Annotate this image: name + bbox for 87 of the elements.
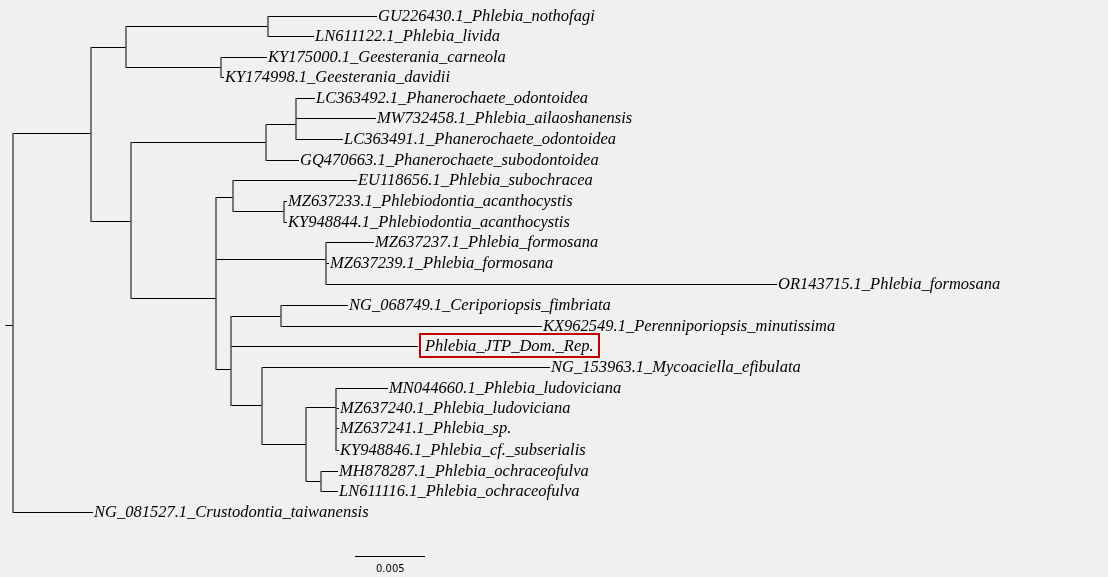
branch-line [336,450,340,451]
branch-line [326,284,778,285]
clade-branch-line [280,305,282,327]
branch-line [91,221,131,222]
taxon-label: KY174998.1_Geesterania_davidii [225,67,451,86]
taxon-label: OR143715.1_Phlebia_formosana [778,274,1001,293]
branch-line [216,197,233,198]
clade-branch-line [295,98,297,140]
clade-branch-line [90,47,92,222]
clade-branch-line [335,388,337,451]
clade-branch-line [12,133,14,513]
branch-line [13,133,91,134]
branch-line [266,124,296,125]
clade-branch-line [230,316,232,406]
branch-line [91,47,126,48]
branch-line [216,259,326,260]
taxon-label: NG_153963.1_Mycoaciella_efibulata [551,357,801,376]
branch-line [321,471,339,472]
branch-line [221,77,225,78]
taxon-label: LC363491.1_Phanerochaete_odontoidea [344,129,617,148]
taxon-label: KY948846.1_Phlebia_cf._subserialis [340,440,586,459]
branch-line [233,180,358,181]
clade-branch-line [261,367,263,445]
branch-line [262,444,306,445]
clade-branch-line [320,471,322,492]
branch-line [131,142,266,143]
taxon-label: MH878287.1_Phlebia_ochraceofulva [339,461,589,480]
branch-line [326,263,330,264]
branch-line [296,139,344,140]
branch-line [268,16,378,17]
branch-line [266,160,300,161]
branch-line [268,36,315,37]
branch-line [5,325,13,326]
branch-line [306,481,321,482]
branch-line [321,491,339,492]
branch-line [216,369,231,370]
taxon-label: KY175000.1_Geesterania_carneola [268,47,506,66]
clade-branch-line [325,242,327,285]
taxon-label: GQ470663.1_Phanerochaete_subodontoidea [300,150,599,169]
clade-branch-line [220,57,222,78]
branch-line [284,222,288,223]
branch-line [296,118,377,119]
branch-line [281,326,543,327]
branch-line [126,67,221,68]
branch-line [336,388,389,389]
taxon-label: MZ637237.1_Phlebia_formosana [375,232,599,251]
branch-line [233,211,284,212]
branch-line [284,201,288,202]
branch-line [126,26,268,27]
clade-branch-line [267,16,269,37]
taxon-label: MZ637240.1_Phlebia_ludoviciana [340,398,571,417]
branch-line [336,428,340,429]
clade-branch-line [265,124,267,161]
clade-branch-line [215,197,217,370]
branch-line [326,242,375,243]
taxon-label: NG_068749.1_Ceriporiopsis_fimbriata [349,295,611,314]
branch-line [231,405,262,406]
clade-branch-line [283,201,285,223]
branch-line [306,407,336,408]
branch-line [296,98,316,99]
branch-line [13,512,94,513]
taxon-label: LC363492.1_Phanerochaete_odontoidea [316,88,589,107]
branch-line [221,57,268,58]
branch-line [131,298,216,299]
taxon-label: KX962549.1_Perenniporiopsis_minutissima [543,316,836,335]
taxon-label: MW732458.1_Phlebia_ailaoshanensis [377,108,633,127]
taxon-label: LN611116.1_Phlebia_ochraceofulva [339,481,580,500]
branch-line [231,316,281,317]
taxon-label: GU226430.1_Phlebia_nothofagi [378,6,595,25]
taxon-label: MN044660.1_Phlebia_ludoviciana [389,378,622,397]
clade-branch-line [125,26,127,68]
clade-branch-line [305,407,307,482]
clade-branch-line [232,180,234,212]
branch-line [336,408,340,409]
clade-branch-line [130,142,132,299]
taxon-label: NG_081527.1_Crustodontia_taiwanensis [94,502,369,521]
scale-label: 0.005 [376,563,405,575]
taxon-label: KY948844.1_Phlebiodontia_acanthocystis [288,212,570,231]
taxon-label: LN611122.1_Phlebia_livida [315,26,500,45]
taxon-label: MZ637239.1_Phlebia_formosana [330,253,554,272]
taxon-label: MZ637241.1_Phlebia_sp. [340,418,512,437]
branch-line [262,367,551,368]
taxon-label: EU118656.1_Phlebia_subochracea [358,170,593,189]
branch-line [281,305,349,306]
highlighted-taxon-label: Phlebia_JTP_Dom._Rep. [419,333,600,358]
taxon-label: MZ637233.1_Phlebiodontia_acanthocystis [288,191,573,210]
branch-line [231,346,419,347]
